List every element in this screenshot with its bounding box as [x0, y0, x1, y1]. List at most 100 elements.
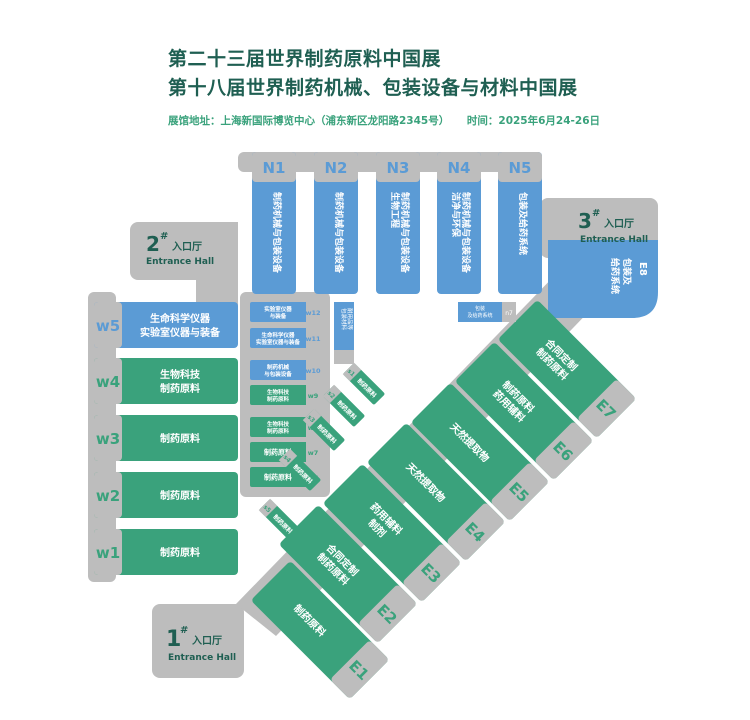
hall-label-n4: 洁净与环保	[450, 192, 462, 238]
entrance-1-en: Entrance Hall	[168, 653, 236, 663]
hall-n7[interactable]: 包装 及给药系统 n7	[458, 302, 516, 322]
hall-label-w4: 制药原料	[160, 382, 200, 395]
hall-n6[interactable]: 包装材料 耐用品等	[334, 302, 354, 364]
hall-label-w6: 制药原料	[264, 473, 292, 482]
hall-code-s2: s2	[326, 390, 336, 400]
entrance-1-mark: #	[180, 625, 188, 636]
entrance-2-mark: #	[160, 231, 168, 242]
n7-label-2: 及给药系统	[467, 312, 492, 319]
n7-label-1: 包装	[475, 305, 485, 312]
hall-code-w12: w12	[305, 309, 320, 317]
hall-label-n4: 制药机械与包装设备	[460, 192, 472, 274]
hall-label-n1: 制药机械与包装设备	[271, 192, 283, 274]
hall-label-w5: 生命科学仪器	[150, 312, 211, 325]
hall-n1[interactable]: N1 制药机械与包装设备	[252, 152, 296, 294]
hall-code-n3: N3	[387, 159, 410, 177]
hall-code-w1: w1	[96, 544, 120, 562]
hall-w1[interactable]: w1 制药原料	[94, 529, 238, 575]
hall-label-w7: 制药原料	[264, 448, 292, 457]
hall-code-n1: N1	[263, 159, 286, 177]
hall-label-n3: 生物工程	[389, 192, 401, 228]
east-halls: E7合同定制制药原料E6制药原料药用辅料E5天然提取物E4天然提取物E3药用辅料…	[251, 300, 637, 700]
entrance-3-cn: 入口厅	[604, 218, 634, 230]
hall-code-w9: w9	[308, 392, 319, 400]
exhibition-title-line2: 第十八届世界制药机械、包装设备与材料中国展	[168, 77, 578, 99]
hall-label-e8: 包装及	[621, 257, 633, 286]
hall-label-w9: 制药原料	[267, 395, 290, 403]
hall-label-w8: 生物科技	[267, 420, 290, 428]
hall-code-w7: w7	[308, 449, 319, 457]
hall-w7[interactable]: w7 制药原料	[250, 442, 320, 462]
hall-code-s3: s3	[306, 414, 316, 424]
hall-code-s1: s1	[346, 368, 356, 378]
hall-w12[interactable]: w12 实验室仪器与装备	[250, 302, 321, 322]
hall-label-w12: 实验室仪器	[264, 305, 292, 313]
hall-code-s5: s5	[262, 504, 272, 514]
hall-label-w4: 生物科技	[160, 368, 201, 381]
hall-code-w2: w2	[96, 487, 120, 505]
exhibition-title-line1: 第二十三届世界制药原料中国展	[168, 48, 442, 70]
entrance-1-cn: 入口厅	[192, 635, 222, 647]
n7-code: n7	[505, 310, 513, 317]
entrance-3-en: Entrance Hall	[580, 235, 648, 245]
hall-code-w3: w3	[96, 430, 120, 448]
exhibition-time: 时间：2025年6月24-26日	[466, 115, 601, 127]
entrance-2-number: 2	[146, 232, 160, 256]
hall-code-w11: w11	[305, 335, 321, 343]
entrance-2-cn: 入口厅	[172, 241, 202, 253]
entrance-3-mark: #	[592, 208, 600, 219]
entrance-1-number: 1	[166, 627, 181, 652]
hall-label-w10: 制药机械	[267, 363, 290, 371]
hall-code-w4: w4	[96, 373, 120, 391]
venue-time-line: 展馆地址：上海新国际博览中心（浦东新区龙阳路2345号） 时间：2025年6月2…	[168, 113, 614, 128]
hall-label-n3: 制药机械与包装设备	[399, 192, 411, 274]
hall-code-n5: N5	[509, 159, 532, 177]
hall-label-w10: 与包装设备	[264, 370, 292, 378]
hall-code-s4: s4	[282, 454, 292, 464]
hall-label-w11: 生命科学仪器	[261, 331, 295, 339]
entrance-1[interactable]: 1 # 入口厅 Entrance Hall	[166, 625, 236, 663]
hall-label-n5: 包装及给药系统	[517, 191, 529, 255]
hall-label-w9: 生物科技	[267, 388, 290, 396]
entrance-2-en: Entrance Hall	[146, 257, 214, 267]
hall-n5[interactable]: N5 包装及给药系统	[498, 152, 542, 294]
hall-w2[interactable]: w2 制药原料	[94, 472, 238, 518]
hall-label-e8: 给药系统	[609, 258, 621, 294]
n6-label-2: 耐用品等	[346, 308, 354, 331]
hall-code-w10: w10	[305, 367, 321, 375]
hall-label-w12: 与装备	[270, 312, 287, 320]
hall-w10[interactable]: w10 制药机械与包装设备	[250, 360, 321, 380]
hall-w3[interactable]: w3 制药原料	[94, 415, 238, 461]
hall-label-w5: 实验室仪器与装备	[140, 326, 221, 339]
entrance-3[interactable]: 3 # 入口厅 Entrance Hall	[578, 208, 648, 245]
hall-label-w3: 制药原料	[160, 432, 200, 445]
hall-label-w2: 制药原料	[160, 489, 200, 502]
hall-label-w1: 制药原料	[160, 546, 200, 559]
hall-code-e8: E8	[637, 262, 648, 276]
hall-code-n2: N2	[325, 159, 348, 177]
hall-label-w11: 实验室仪器与装备	[256, 338, 301, 346]
entrance-2[interactable]: 2 # 入口厅 Entrance Hall	[146, 231, 214, 267]
north-halls: N1制药机械与包装设备N2制药机械与包装设备N3制药机械与包装设备生物工程N4制…	[252, 152, 542, 294]
entrance-3-number: 3	[578, 209, 592, 233]
hall-e8[interactable]: E8 包装及给药系统	[548, 240, 658, 318]
hall-label-w8: 制药原料	[267, 427, 290, 435]
n6-label: 包装材料	[340, 308, 348, 331]
